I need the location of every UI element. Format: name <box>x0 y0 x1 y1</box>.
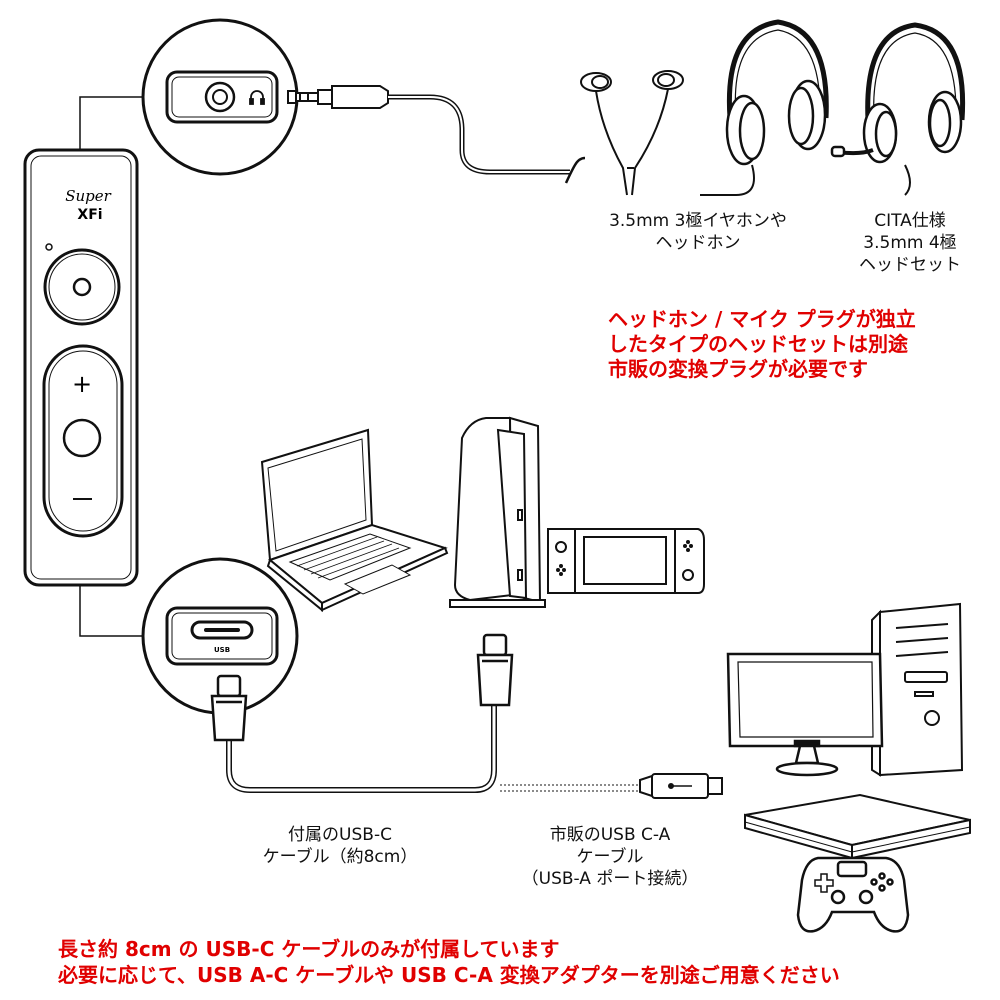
note-bottom-line1: 長さ約 8cm の USB-C ケーブルのみが付属しています <box>58 937 560 961</box>
earphones-icon <box>580 70 684 196</box>
usb-c-plug-left <box>210 674 248 742</box>
led-indicator <box>45 243 53 251</box>
label-included-cable: 付属のUSB-C ケーブル（約8cm） <box>240 824 440 868</box>
label-cita-line3: ヘッドセット <box>859 255 961 275</box>
label-retail-cable-line2: ケーブル <box>576 847 644 867</box>
console-flat-icon <box>744 793 971 860</box>
callout-lines <box>79 96 150 637</box>
label-retail-cable: 市販のUSB C-A ケーブル （USB-A ポート接続） <box>490 824 730 890</box>
label-retail-cable-line1: 市販のUSB C-A <box>549 825 671 845</box>
note-separate-plug-line2: したタイプのヘッドセットは別途 <box>608 332 908 356</box>
game-controller-icon <box>796 856 910 933</box>
brand-logo-super: Super <box>65 187 111 205</box>
note-bottom: 長さ約 8cm の USB-C ケーブルのみが付属しています 必要に応じて、US… <box>58 936 840 988</box>
usb-port-label: USB <box>214 646 230 654</box>
super-xfi-device: Super XFi + <box>23 148 139 587</box>
headphone-icon <box>249 90 265 105</box>
label-cita-headset: CITA仕様 3.5mm 4極 ヘッドセット <box>840 210 980 276</box>
label-cita-line2: 3.5mm 4極 <box>863 233 957 253</box>
handheld-console-icon <box>546 528 705 594</box>
audio-plug <box>287 85 389 109</box>
note-separate-plug-line1: ヘッドホン / マイク プラグが独立 <box>608 307 916 331</box>
note-separate-plug: ヘッドホン / マイク プラグが独立 したタイプのヘッドセットは別途 市販の変換… <box>608 307 916 382</box>
label-3pole-line1: 3.5mm 3極イヤホンや <box>609 211 787 231</box>
laptop-icon <box>260 428 449 613</box>
volume-up-icon: + <box>72 370 92 398</box>
label-retail-cable-line3: （USB-A ポート接続） <box>521 869 699 889</box>
game-console-icon <box>449 416 546 608</box>
headphones-icon <box>700 19 829 196</box>
note-separate-plug-line3: 市販の変換プラグが必要です <box>608 357 868 381</box>
label-3pole-line2: ヘッドホン <box>655 233 741 253</box>
usb-ca-cable <box>500 784 642 792</box>
usb-c-plug-right <box>476 633 514 707</box>
mode-button <box>43 248 121 326</box>
label-cita-line1: CITA仕様 <box>874 211 946 231</box>
center-button <box>62 418 102 458</box>
label-included-cable-line2: ケーブル（約8cm） <box>262 847 418 867</box>
headset-icon <box>830 22 966 196</box>
audio-cable <box>388 94 586 184</box>
usb-c-cable <box>226 705 497 793</box>
headphone-jack-zoom <box>141 18 299 176</box>
monitor-icon <box>726 652 884 777</box>
usb-a-plug <box>639 773 723 799</box>
note-bottom-line2: 必要に応じて、USB A-C ケーブルや USB C-A 変換アダプターを別途ご… <box>58 963 840 987</box>
label-included-cable-line1: 付属のUSB-C <box>288 825 392 845</box>
desktop-pc-icon <box>871 602 964 777</box>
usb-port-zoom: USB <box>141 557 299 715</box>
label-3pole-earphones: 3.5mm 3極イヤホンや ヘッドホン <box>598 210 798 254</box>
brand-logo-xfi: XFi <box>77 207 102 223</box>
